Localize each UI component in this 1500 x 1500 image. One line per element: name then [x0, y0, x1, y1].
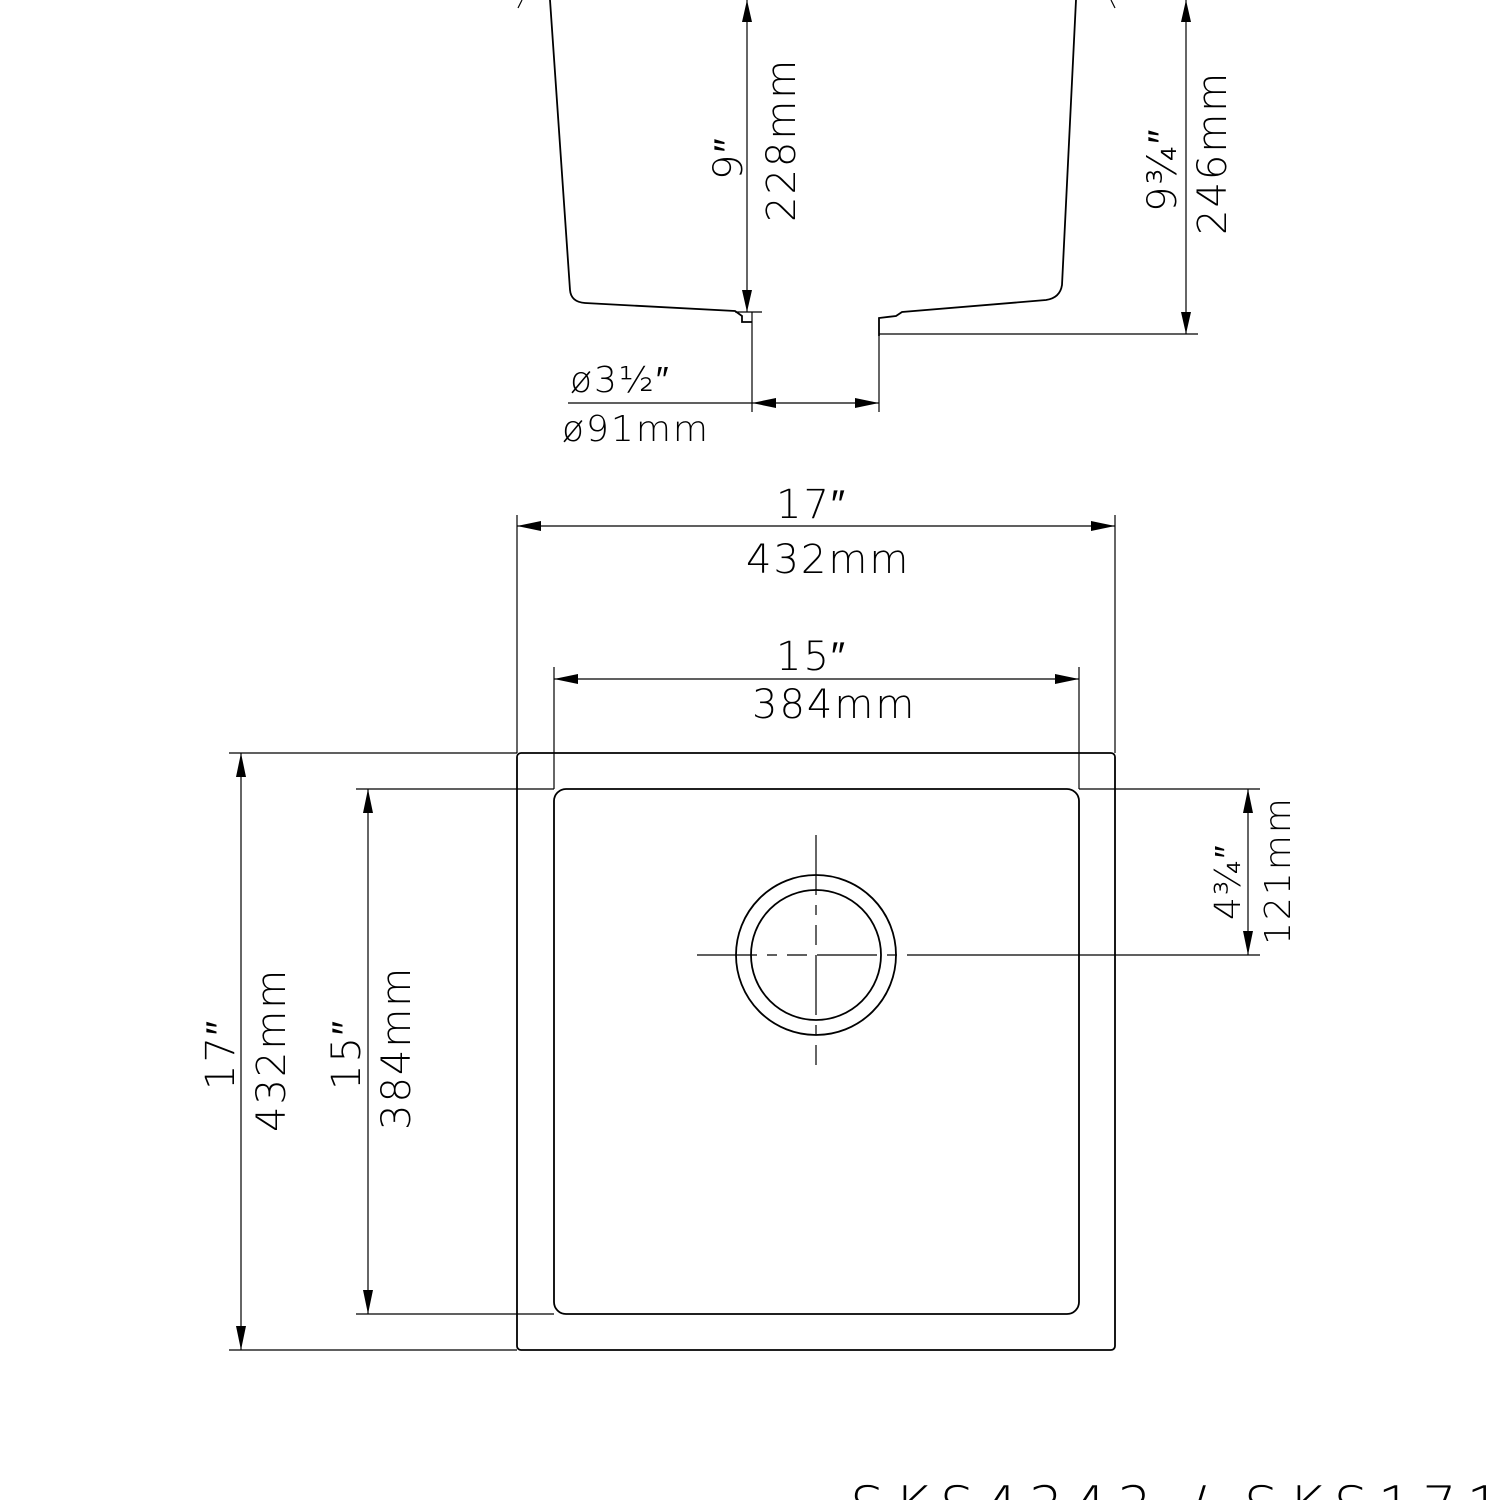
drain-offset-arrow-bottom	[1243, 931, 1253, 955]
depth-inner-arrow-bottom	[742, 290, 752, 312]
outer-length-mm-label: 432mm	[249, 968, 295, 1132]
inner-width-in-label: 15″	[776, 634, 847, 680]
drain-dia-arrow-right	[855, 398, 879, 408]
drain-dia-in-label: ø3½″	[570, 360, 671, 401]
plan-view: 17″ 432mm 15″ 384mm 17″ 432mm 15″ 384mm …	[198, 482, 1299, 1351]
depth-outer-arrow-top	[1181, 0, 1191, 22]
inner-length-in-label: 15″	[324, 1019, 370, 1090]
drain-dia-arrow-left	[752, 398, 776, 408]
outer-length-in-label: 17″	[198, 1019, 244, 1090]
depth-outer-arrow-bottom	[1181, 312, 1191, 334]
depth-inner-mm-label: 228mm	[759, 58, 805, 222]
inner-bowl	[553, 788, 1080, 1315]
rim-hint-right	[1110, 0, 1116, 9]
depth-outer-in-label: 9¾″	[1140, 128, 1186, 212]
inner-length-arrow-bottom	[363, 1290, 373, 1314]
outer-length-arrow-bottom	[236, 1326, 246, 1350]
inner-length-arrow-top	[363, 789, 373, 813]
bowl-profile-left	[549, 0, 752, 323]
drain-dia-mm-label: ø91mm	[562, 409, 710, 450]
outer-width-mm-label: 432mm	[746, 537, 910, 583]
inner-width-arrow-left	[554, 674, 578, 684]
depth-outer-mm-label: 246mm	[1190, 71, 1236, 235]
side-view: 9″ 228mm 9¾″ 246mm ø3½″ ø91mm	[517, 0, 1236, 450]
inner-length-mm-label: 384mm	[374, 966, 420, 1130]
depth-inner-arrow-top	[742, 0, 752, 22]
bowl-profile-right	[878, 0, 1077, 336]
drain-offset-in-label: 4¾″	[1208, 843, 1249, 920]
outer-length-arrow-top	[236, 753, 246, 777]
outer-rim	[516, 752, 1116, 1351]
outer-width-in-label: 17″	[776, 482, 847, 528]
outer-width-arrow-right	[1091, 521, 1115, 531]
depth-inner-in-label: 9″	[706, 136, 752, 180]
rim-hint-left	[517, 0, 523, 9]
outer-width-arrow-left	[517, 521, 541, 531]
model-number-label: SKS4343 / SKS1717	[850, 1475, 1500, 1500]
inner-width-arrow-right	[1055, 674, 1079, 684]
drain-offset-mm-label: 121mm	[1258, 796, 1299, 945]
inner-width-mm-label: 384mm	[752, 682, 916, 728]
drain-offset-arrow-top	[1243, 789, 1253, 813]
